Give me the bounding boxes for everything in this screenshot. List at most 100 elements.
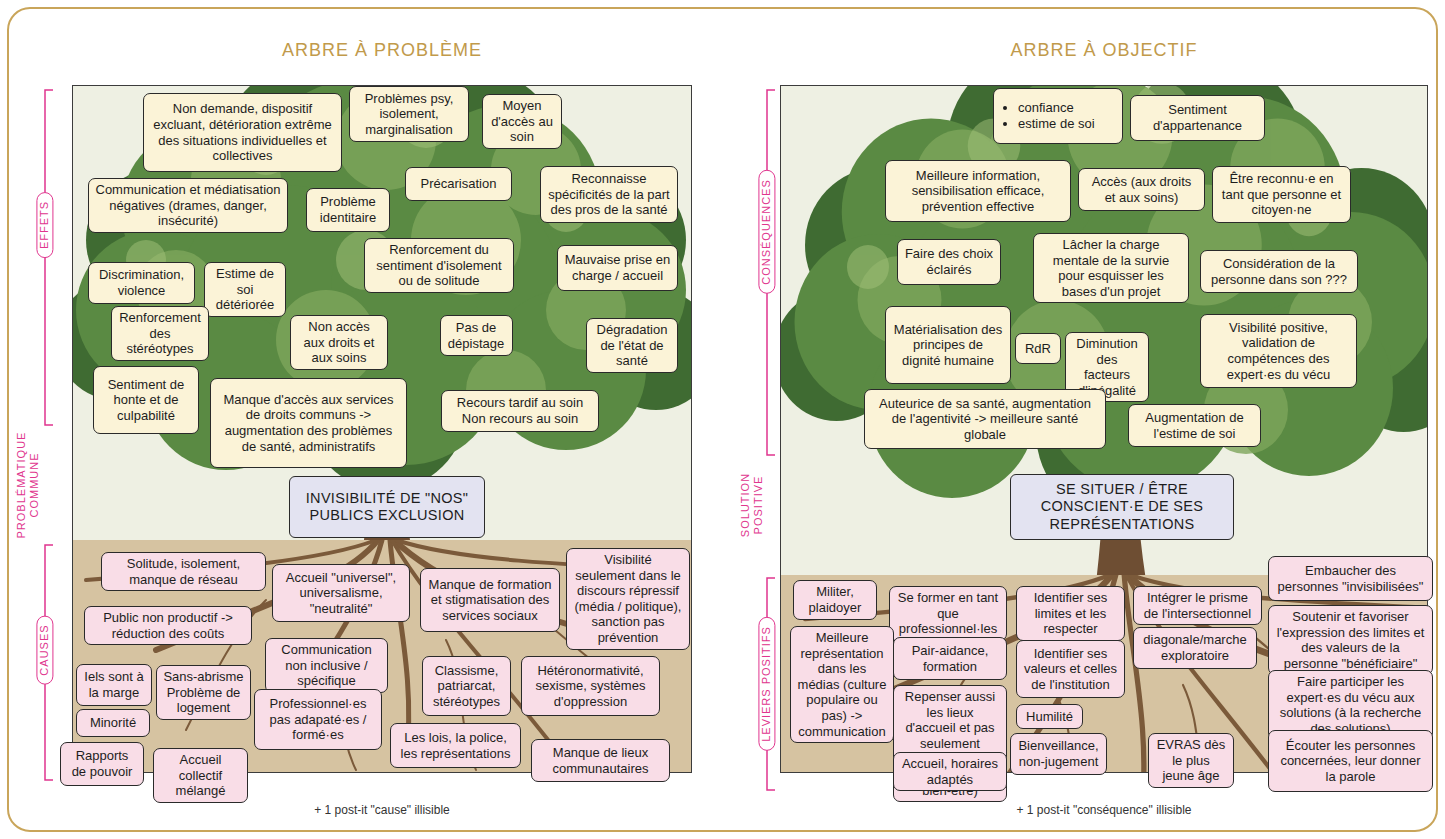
- postit-text: Accès (aux droits et aux soins): [1085, 174, 1198, 205]
- postit-text: Problème identitaire: [313, 194, 383, 225]
- postit-text: Les lois, la police, les représentations: [397, 730, 514, 761]
- postit-text: estime de soi: [1018, 116, 1095, 132]
- cause-postit: Manque de formation et stigmatisation de…: [420, 568, 560, 632]
- postit-text: Intégrer le prisme de l'intersectionnel: [1140, 590, 1255, 621]
- cause-postit: Sans-abrisme Problème de logement: [156, 665, 251, 720]
- postit-text: Pair-aidance, formation: [900, 643, 1000, 674]
- core-problem-box: INVISIBILITÉ DE "NOS" PUBLICS EXCLUSION: [289, 476, 485, 538]
- postit-text: Manque de formation et stigmatisation de…: [427, 577, 553, 624]
- postit-text: Bienveillance, non-jugement: [1017, 738, 1100, 769]
- bracket-label: SOLUTION POSITIVE: [739, 457, 765, 553]
- postit-text: Mauvaise prise en charge / accueil: [564, 252, 671, 283]
- postit-text: Discrimination, violence: [95, 267, 188, 298]
- postit-text: diagonale/marche exploratoire: [1140, 632, 1250, 663]
- effect-postit: Lâcher la charge mentale de la survie po…: [1033, 233, 1189, 303]
- postit-text: RdR: [1025, 341, 1051, 357]
- postit-text: Manque de lieux communautaires: [538, 745, 663, 776]
- postit-text: Public non productif -> réduction des co…: [91, 610, 245, 641]
- postit-text: Faire des choix éclairés: [904, 246, 994, 277]
- postit-text: Militer, plaidoyer: [800, 584, 870, 615]
- left-tree-scene: [72, 85, 692, 773]
- postit-text: Renforcement des stéréotypes: [118, 310, 202, 357]
- cause-postit: Communication non inclusive / spécifique: [265, 638, 388, 693]
- cause-postit: Identifier ses limites et les respecter: [1016, 586, 1125, 641]
- caption: + 1 post-it "conséquence" illisible: [1017, 803, 1192, 817]
- postit-text: Non demande, dispositif excluant, détéri…: [150, 101, 335, 163]
- postit-text: Problèmes psy, isolement, marginalisatio…: [356, 91, 462, 138]
- cause-postit: Intégrer le prisme de l'intersectionnel: [1133, 586, 1262, 625]
- cause-postit: Solitude, isolement, manque de réseau: [101, 552, 266, 591]
- cause-postit: Minorité: [76, 709, 150, 737]
- effect-postit: Moyen d'accès au soin: [482, 94, 562, 149]
- caption: + 1 post-it "cause" illisible: [314, 803, 450, 817]
- effect-postit: Précarisation: [405, 167, 512, 201]
- postit-text: Minorité: [90, 715, 136, 731]
- cause-postit: Hétéronormativité, sexisme, systèmes d'o…: [521, 656, 660, 716]
- effect-postit: Non accès aux droits et aux soins: [290, 315, 388, 370]
- effect-postit: Sentiment d'appartenance: [1130, 95, 1265, 141]
- effect-postit: Non demande, dispositif excluant, détéri…: [143, 93, 342, 172]
- tree-panel: ARBRE À PROBLÈMENon demande, dispositif …: [72, 85, 692, 773]
- cause-postit: Écouter les personnes concernées, leur d…: [1268, 730, 1433, 792]
- cause-postit: Pair-aidance, formation: [893, 637, 1007, 680]
- postit-text: Moyen d'accès au soin: [489, 98, 555, 145]
- postit-text: Professionnel·es pas adapaté·es / formé·…: [261, 696, 375, 743]
- postit-text: Pas de dépistage: [447, 320, 506, 351]
- postit-text: Non accès aux droits et aux soins: [297, 319, 381, 366]
- cause-postit: diagonale/marche exploratoire: [1133, 627, 1257, 669]
- effect-postit: Problèmes psy, isolement, marginalisatio…: [349, 86, 469, 142]
- bracket-label: CAUSES: [36, 615, 53, 684]
- postit-text: Lâcher la charge mentale de la survie po…: [1040, 237, 1182, 299]
- effect-postit: Dégradation de l'état de santé: [586, 318, 678, 373]
- cause-postit: Professionnel·es pas adapaté·es / formé·…: [254, 689, 382, 750]
- postit-text: Communication non inclusive / spécifique: [272, 642, 381, 689]
- cause-postit: Rapports de pouvoir: [60, 742, 144, 786]
- cause-postit: Manque de lieux communautaires: [531, 739, 670, 782]
- cause-postit: Public non productif -> réduction des co…: [84, 606, 252, 645]
- postit-text: Renforcement du sentiment d'isolement ou…: [371, 242, 507, 289]
- postit-text: Accueil collectif mélangé: [160, 752, 241, 799]
- postit-text: Communication et médiatisation négatives…: [95, 182, 281, 229]
- cause-postit: Meilleure représentation dans les médias…: [790, 626, 894, 743]
- postit-text: Se former en tant que professionnel·les: [896, 590, 1000, 637]
- cause-postit: Bienveillance, non-jugement: [1010, 733, 1107, 775]
- core-problem-box: SE SITUER / ÊTRE CONSCIENT·E DE SES REPR…: [1010, 474, 1234, 540]
- postit-text: Identifier ses limites et les respecter: [1023, 590, 1118, 637]
- effect-postit: Augmentation de l'estime de soi: [1128, 404, 1261, 447]
- cause-postit: Accueil collectif mélangé: [153, 748, 248, 803]
- postit-text: Estime de soi détériorée: [211, 266, 279, 313]
- postit-text: Rapports de pouvoir: [67, 748, 137, 779]
- effect-postit: Faire des choix éclairés: [897, 239, 1001, 285]
- effect-postit: Considération de la personne dans son ??…: [1200, 250, 1358, 293]
- postit-text: Augmentation de l'estime de soi: [1135, 410, 1254, 441]
- postit-text: INVISIBILITÉ DE "NOS" PUBLICS EXCLUSION: [296, 490, 478, 525]
- effect-postit: Renforcement du sentiment d'isolement ou…: [364, 238, 514, 293]
- effect-postit: Reconnaisse spécificités de la part des …: [540, 166, 678, 223]
- effect-postit: Manque d'accès aux services de droits co…: [210, 378, 407, 468]
- effect-postit: Visibilité positive, validation de compé…: [1200, 314, 1357, 388]
- postit-text: Sans-abrisme Problème de logement: [163, 669, 244, 716]
- postit-text: Accueil, horaires adaptés: [900, 756, 1000, 787]
- postit-text: Identifier ses valeurs et celles de l'in…: [1023, 646, 1118, 693]
- postit-text: Meilleure représentation dans les médias…: [797, 630, 887, 739]
- postit-text: Sentiment d'appartenance: [1137, 102, 1258, 133]
- cause-postit: Se former en tant que professionnel·les: [889, 586, 1007, 641]
- postit-text: Matérialisation des principes de dignité…: [892, 322, 1004, 369]
- postit-text: Considération de la personne dans son ??…: [1207, 256, 1351, 287]
- effect-postit: Estime de soi détériorée: [204, 262, 286, 317]
- effect-postit: Être reconnu·e en tant que personne et c…: [1212, 166, 1351, 223]
- postit-text: Iels sont à la marge: [83, 669, 145, 700]
- panel-title: ARBRE À PROBLÈME: [73, 40, 691, 61]
- postit-text: Soutenir et favoriser l'expression des l…: [1275, 609, 1426, 671]
- effect-postit: Mauvaise prise en charge / accueil: [557, 245, 678, 291]
- effect-postit: Auteurice de sa santé, augmentation de l…: [864, 389, 1106, 449]
- bracket-label: PROBLÉMATIQUE COMMUNE: [15, 426, 41, 544]
- cause-postit: Visibilité seulement dans le discours ré…: [566, 548, 690, 650]
- cause-postit: Militer, plaidoyer: [793, 580, 877, 620]
- cause-postit: Humilité: [1016, 704, 1083, 729]
- bracket-label: EFFETS: [36, 192, 53, 258]
- cause-postit: Iels sont à la marge: [76, 664, 152, 706]
- cause-postit: Identifier ses valeurs et celles de l'in…: [1016, 640, 1125, 698]
- postit-text: Humilité: [1026, 709, 1073, 725]
- postit-text: Précarisation: [421, 176, 497, 192]
